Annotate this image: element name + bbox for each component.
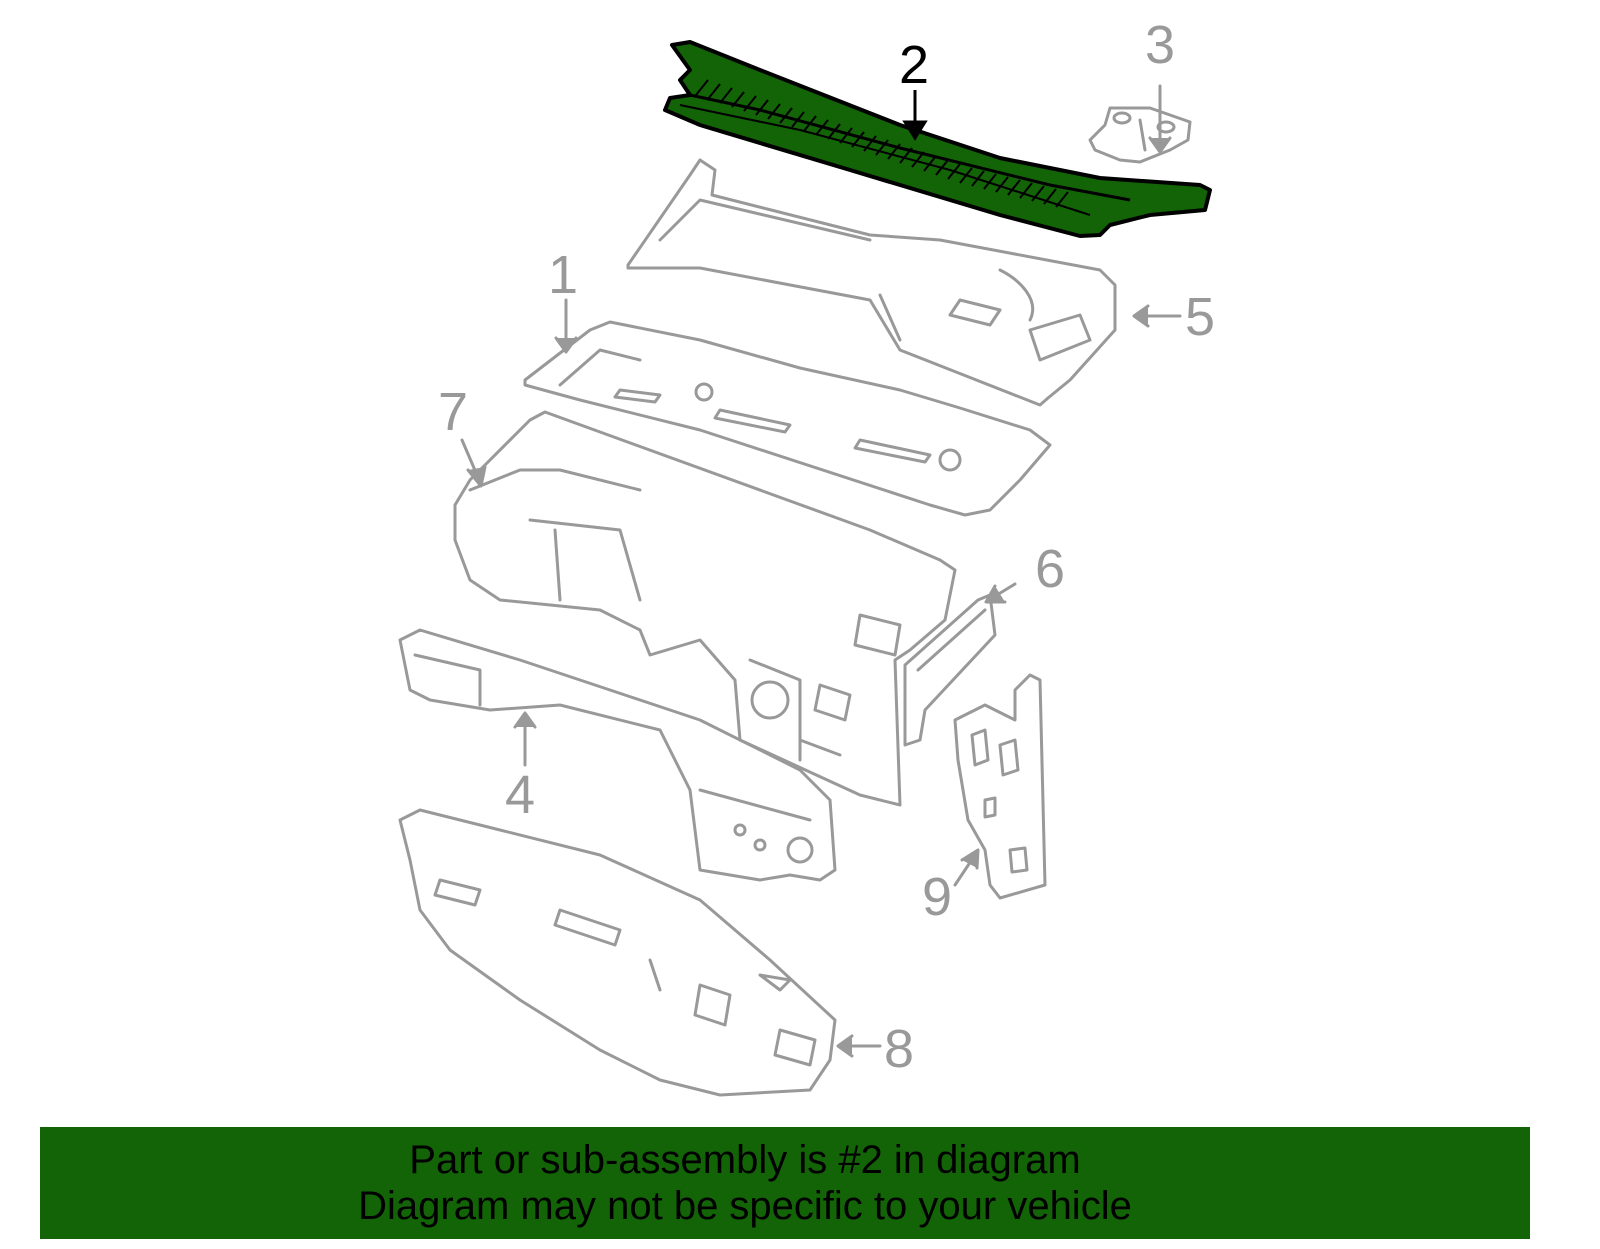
banner-line-2: Diagram may not be specific to your vehi… bbox=[358, 1184, 1132, 1228]
callout-2: 2 bbox=[899, 35, 930, 95]
banner-line-1: Part or sub-assembly is #2 in diagram bbox=[409, 1138, 1081, 1182]
part-5-cowl-panel bbox=[626, 158, 1117, 407]
part-2-cowl-grille-highlighted bbox=[663, 40, 1212, 238]
part-4-cross-member bbox=[398, 628, 837, 882]
part-9-pillar-bracket bbox=[953, 673, 1047, 900]
callout-1: 1 bbox=[548, 245, 579, 305]
callout-5: 5 bbox=[1185, 287, 1216, 347]
part-1-plenum bbox=[523, 320, 1052, 517]
callout-4: 4 bbox=[505, 765, 536, 825]
callout-6: 6 bbox=[1035, 539, 1066, 599]
part-6-brace bbox=[903, 593, 997, 747]
callout-7: 7 bbox=[438, 382, 469, 442]
callout-arrow-2 bbox=[902, 90, 928, 141]
part-3-bracket bbox=[1088, 106, 1192, 164]
part-7-dash-panel bbox=[453, 410, 957, 807]
callout-8: 8 bbox=[884, 1019, 915, 1079]
callout-arrows bbox=[460, 84, 1182, 1058]
part-8-insulator bbox=[398, 808, 837, 1097]
callout-9: 9 bbox=[922, 867, 953, 927]
callout-3: 3 bbox=[1145, 15, 1176, 75]
info-banner: Part or sub-assembly is #2 in diagram Di… bbox=[40, 1127, 1530, 1239]
